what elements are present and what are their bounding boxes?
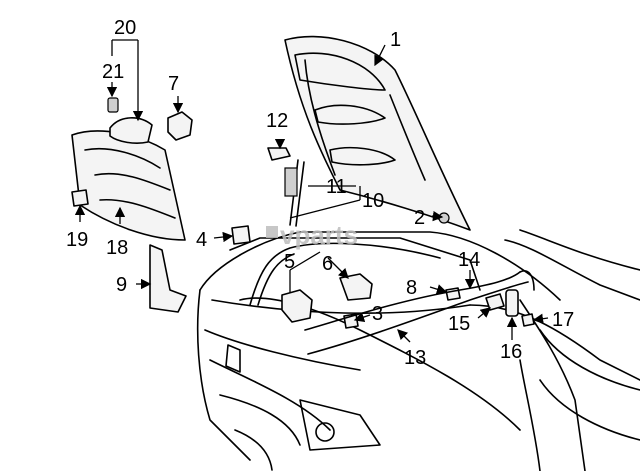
watermark-text: vparts	[280, 220, 358, 250]
callout-4: 4	[196, 229, 207, 251]
callout-17: 17	[552, 309, 574, 331]
callout-10: 10	[362, 190, 384, 212]
callout-5: 5	[284, 251, 295, 273]
callout-15: 15	[448, 313, 470, 335]
small-parts	[71, 97, 535, 329]
release-cables	[249, 242, 535, 355]
leader-lines	[74, 39, 549, 343]
watermark-logo: vparts	[266, 220, 358, 250]
callout-7: 7	[168, 73, 179, 95]
callout-14: 14	[458, 249, 480, 271]
callout-1: 1	[390, 29, 401, 51]
callout-8: 8	[406, 277, 417, 299]
callout-3: 3	[372, 303, 383, 325]
callout-19: 19	[66, 229, 88, 251]
callout-2: 2	[414, 207, 425, 229]
hood-panel	[284, 35, 471, 231]
callout-16: 16	[500, 341, 522, 363]
callout-12: 12	[266, 110, 288, 132]
callout-18: 18	[106, 237, 128, 259]
callout-20: 20	[114, 17, 136, 39]
callout-13: 13	[404, 347, 426, 369]
callout-21: 21	[102, 61, 124, 83]
callout-6: 6	[322, 253, 333, 275]
callout-9: 9	[116, 274, 127, 296]
hood-insulation-pad	[71, 130, 186, 241]
callout-labels: 1 2 3 4 5 6 7 8 9 10 11 12 13 14 15 16 1…	[66, 17, 574, 369]
callout-11: 11	[326, 176, 347, 198]
